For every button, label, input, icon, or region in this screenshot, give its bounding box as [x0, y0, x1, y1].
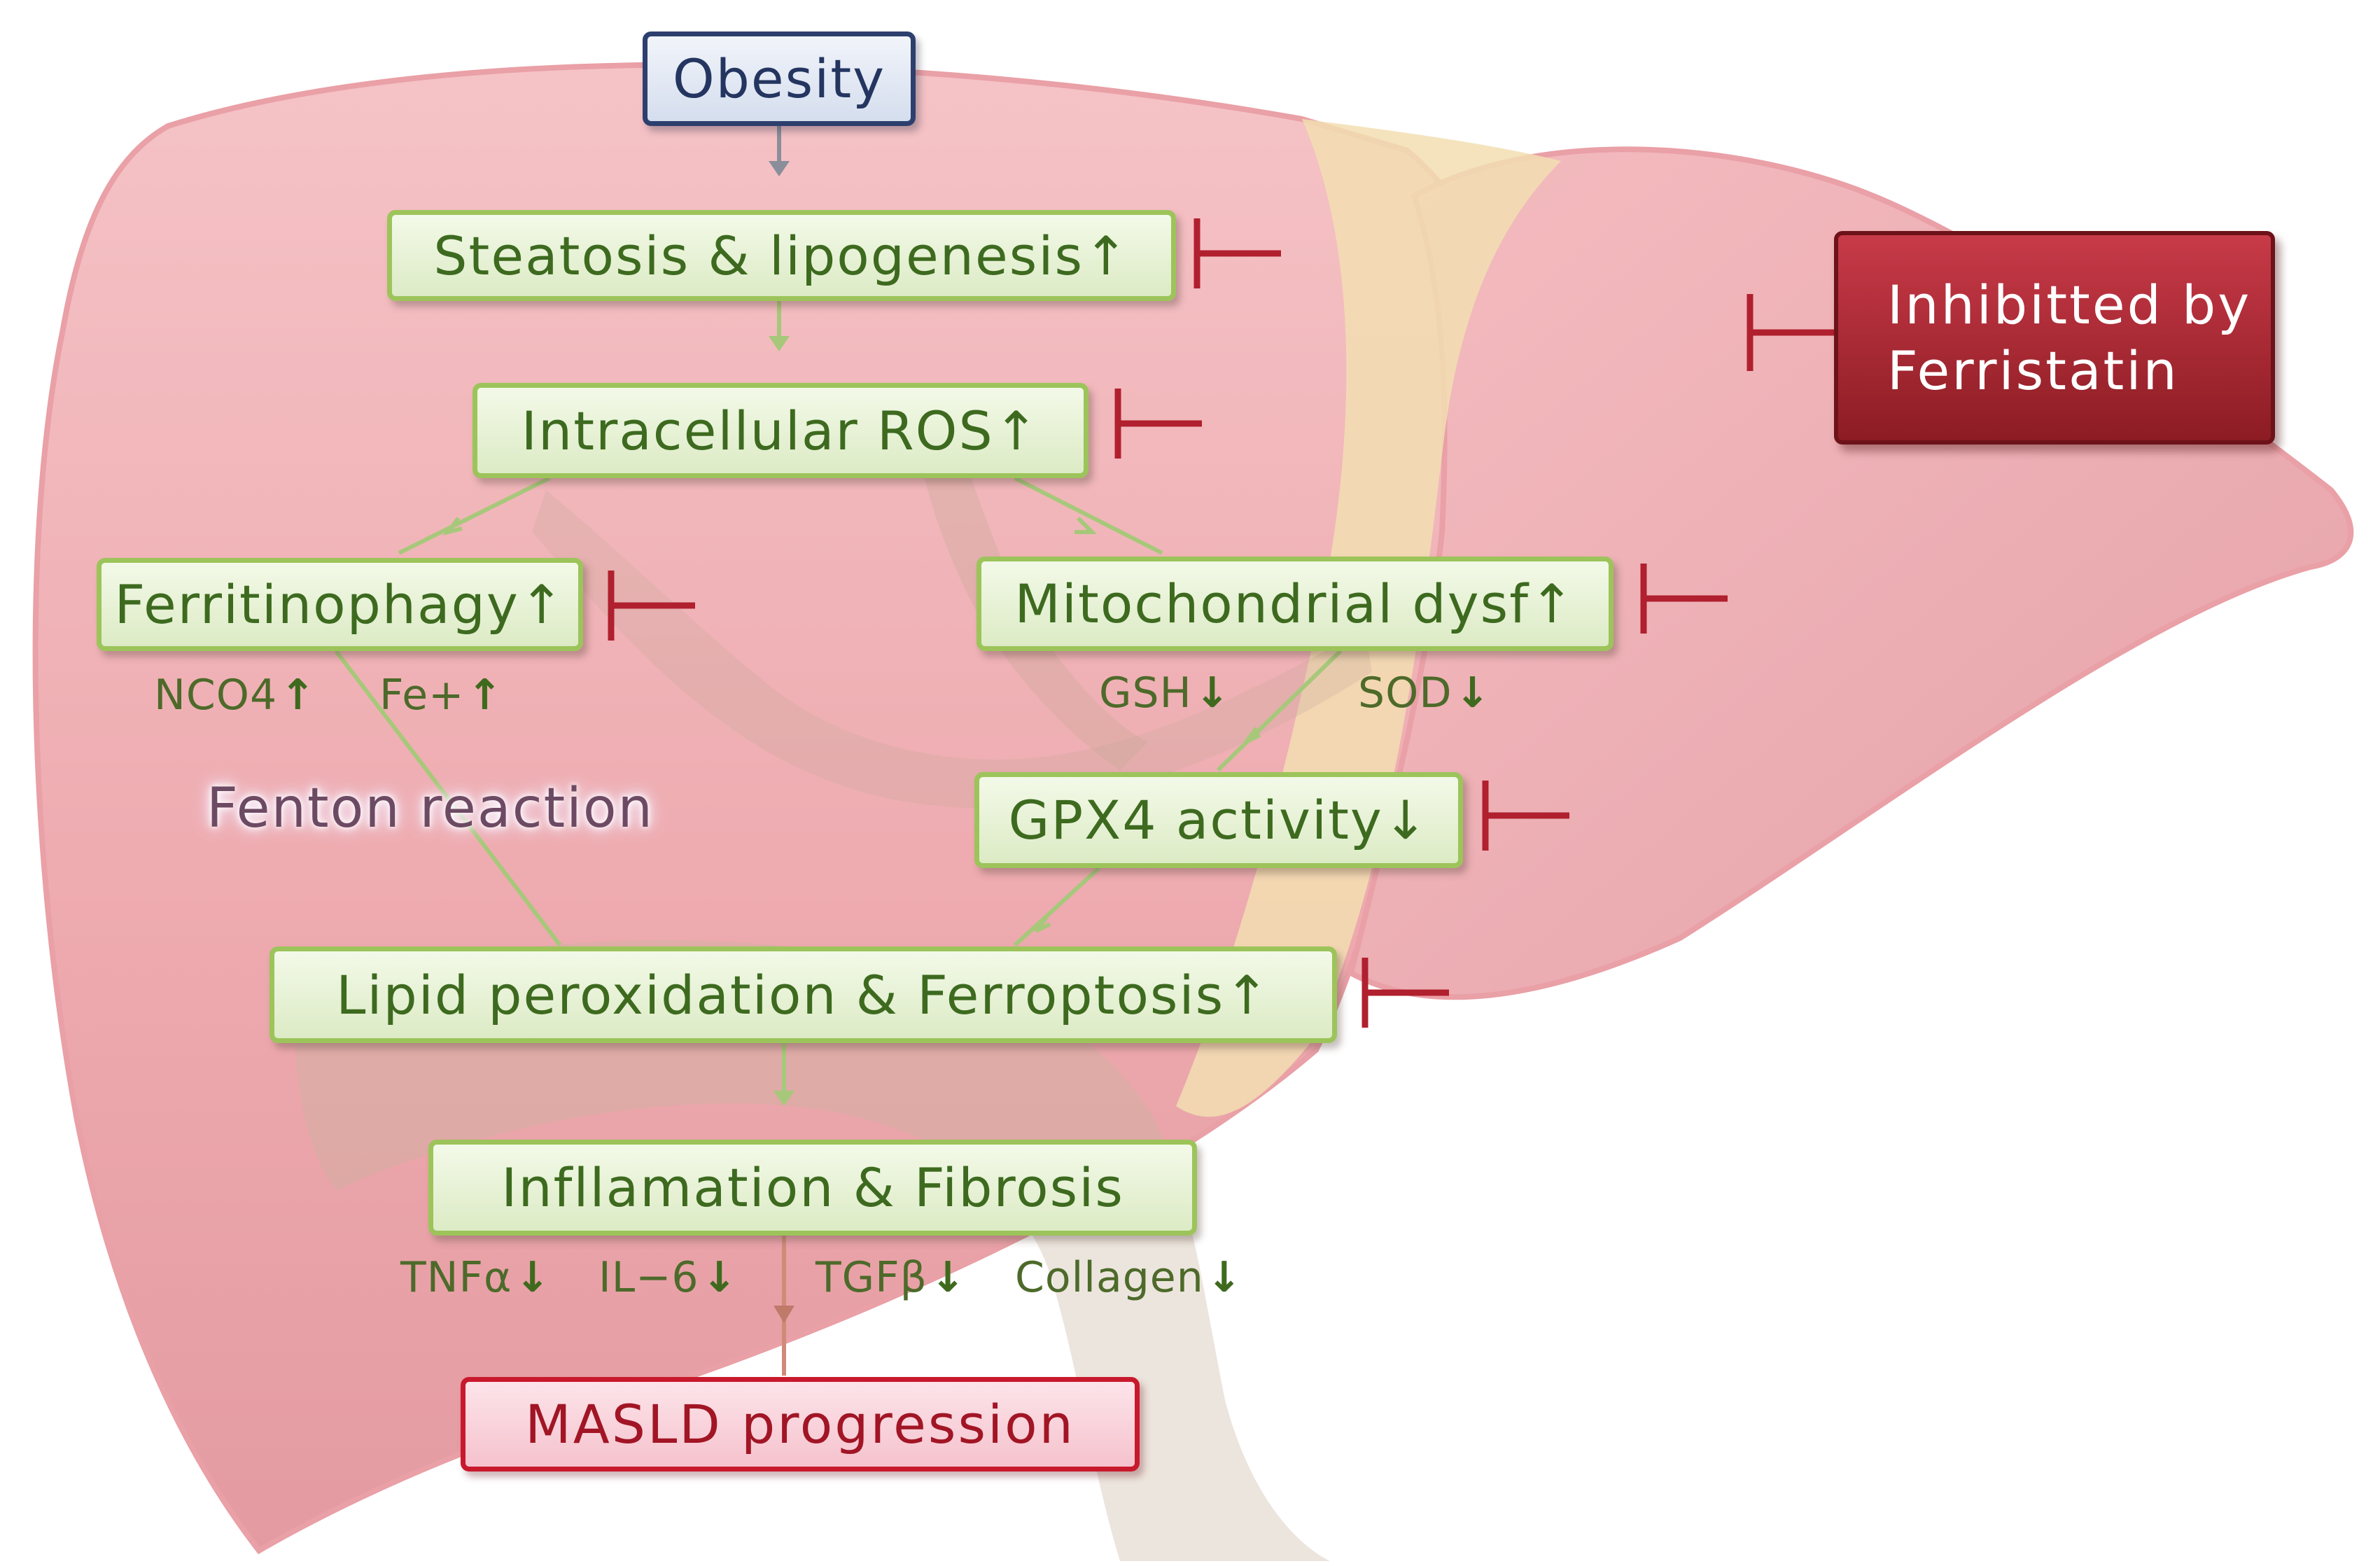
node-lipid-peroxidation: Lipid peroxidation & Ferroptosis↑	[270, 946, 1337, 1043]
marker-text: IL−6	[598, 1253, 699, 1302]
marker-tgf-beta: TGFβ↓	[816, 1253, 966, 1302]
fenton-reaction-label: Fenton reaction	[206, 777, 654, 840]
marker-gsh: GSH↓	[1099, 669, 1231, 718]
node-steatosis-label: Steatosis & lipogenesis↑	[433, 224, 1130, 287]
marker-text: TGFβ	[816, 1253, 927, 1302]
marker-collagen: Collagen↓	[1015, 1253, 1242, 1302]
flow-arrows	[334, 126, 1343, 1376]
inhibitor-box: Inhibitted by Ferristatin	[1834, 231, 2275, 445]
marker-text: SOD	[1358, 669, 1452, 718]
down-arrow-icon: ↓	[1206, 1253, 1243, 1302]
node-mitochondrial-dysfunction: Mitochondrial dysf↑	[976, 557, 1614, 651]
node-lipid-label: Lipid peroxidation & Ferroptosis↑	[336, 963, 1270, 1026]
inhibitor-line-1: Inhibitted by	[1887, 273, 2252, 336]
node-ferritinophagy: Ferritinophagy↑	[97, 558, 583, 651]
node-steatosis: Steatosis & lipogenesis↑	[387, 210, 1176, 301]
node-ferritinophagy-label: Ferritinophagy↑	[114, 573, 566, 636]
node-mito-label: Mitochondrial dysf↑	[1014, 573, 1576, 635]
down-arrow-icon: ↓	[514, 1253, 551, 1302]
marker-text: Fe+	[379, 671, 465, 720]
up-arrow-icon: ↑	[280, 671, 316, 720]
up-arrow-icon: ↑	[467, 671, 503, 720]
vessel-branch	[924, 462, 1148, 770]
node-inflammation-fibrosis: Infllamation & Fibrosis	[428, 1140, 1197, 1236]
marker-text: TNFα	[400, 1253, 512, 1302]
marker-text: NCO4	[154, 671, 278, 720]
node-obesity: Obesity	[643, 32, 916, 126]
node-gpx4-activity: GPX4 activity↓	[974, 772, 1463, 868]
liver-main-lobe	[32, 62, 1497, 1555]
inhibition-symbols	[608, 218, 1834, 1028]
down-arrow-icon: ↓	[1194, 669, 1231, 718]
vessel-shadow-lower	[294, 939, 1330, 1561]
node-inflammation-label: Infllamation & Fibrosis	[501, 1156, 1124, 1219]
down-arrow-icon: ↓	[701, 1253, 738, 1302]
down-arrow-icon: ↓	[930, 1253, 967, 1302]
node-masld-progression: MASLD progression	[461, 1377, 1140, 1471]
marker-text: GSH	[1099, 669, 1192, 718]
marker-nco4: NCO4↑	[154, 671, 316, 720]
down-arrow-icon: ↓	[1455, 669, 1491, 718]
node-obesity-label: Obesity	[672, 48, 886, 110]
marker-tnf-alpha: TNFα↓	[400, 1253, 551, 1302]
inhibitor-line-2: Ferristatin	[1887, 339, 2179, 402]
marker-il6: IL−6↓	[598, 1253, 738, 1302]
vessel-shadow	[532, 490, 1372, 809]
marker-sod: SOD↓	[1358, 669, 1491, 718]
node-intracellular-ros: Intracellular ROS↑	[472, 383, 1088, 478]
marker-fe: Fe+↑	[379, 671, 503, 720]
node-masld-label: MASLD progression	[525, 1393, 1075, 1455]
node-ros-label: Intracellular ROS↑	[521, 399, 1040, 462]
marker-text: Collagen	[1015, 1253, 1204, 1302]
node-gpx4-label: GPX4 activity↓	[1008, 789, 1429, 851]
